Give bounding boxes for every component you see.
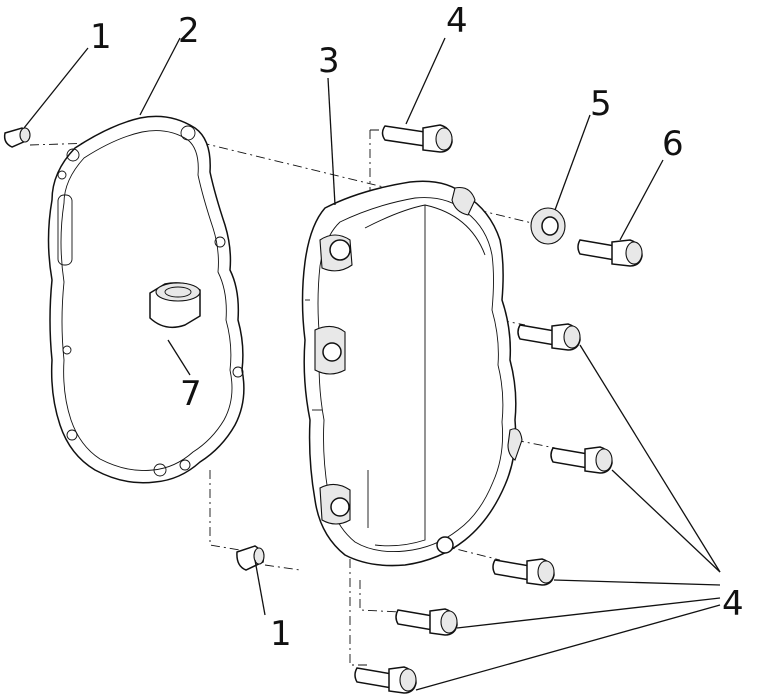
callout-6: 6 bbox=[662, 124, 684, 164]
callout-2: 2 bbox=[178, 11, 200, 51]
bolt-right-4 bbox=[395, 608, 458, 636]
dowel-pin-top bbox=[3, 127, 31, 148]
crankcase-cover bbox=[301, 180, 523, 567]
callout-4-group: 4 bbox=[722, 584, 744, 624]
dowel-pin-bottom bbox=[236, 545, 265, 571]
bolt-part6 bbox=[577, 239, 643, 267]
callout-1-bottom: 1 bbox=[270, 614, 292, 654]
callout-4-top: 4 bbox=[446, 1, 468, 41]
bushing bbox=[149, 282, 201, 329]
leader-lines bbox=[23, 37, 721, 691]
callout-5: 5 bbox=[590, 84, 612, 124]
callout-1-top: 1 bbox=[90, 17, 112, 57]
bolt-group bbox=[354, 323, 613, 694]
washer bbox=[530, 207, 566, 245]
bolt-right-3 bbox=[492, 558, 555, 586]
callout-7: 7 bbox=[180, 374, 202, 414]
bolt-right-2 bbox=[550, 446, 613, 474]
callout-labels: 1 2 3 4 5 6 7 1 4 bbox=[90, 1, 744, 654]
bolt-right-5 bbox=[354, 666, 417, 694]
callout-3: 3 bbox=[318, 41, 340, 81]
bolt-top bbox=[381, 124, 453, 153]
bolt-right-1 bbox=[517, 323, 581, 351]
gasket bbox=[47, 115, 245, 484]
